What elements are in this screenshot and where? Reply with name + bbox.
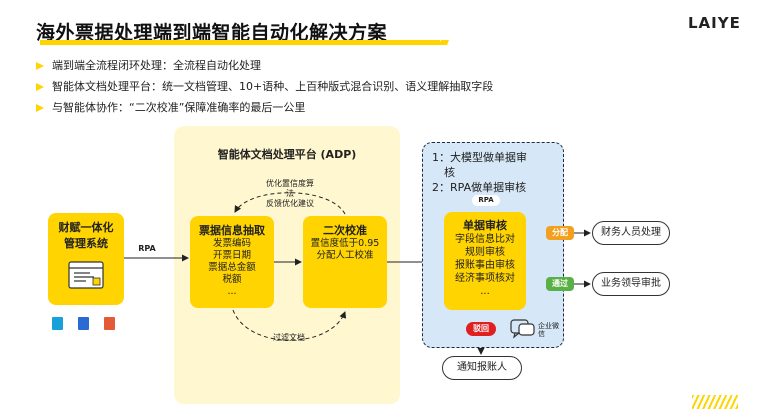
review-head-line2: 核 — [444, 166, 455, 179]
title-underline — [40, 40, 440, 45]
extract-line: 开票日期 — [212, 250, 251, 261]
review-line: ... — [480, 286, 490, 297]
leader-approval-box: 业务领导审批 — [592, 272, 670, 296]
extract-line: 发票编码 — [212, 238, 251, 249]
wechat-label-line2: 信 — [538, 330, 545, 338]
verify-line: 分配人工校准 — [316, 250, 374, 261]
extract-title: 票据信息抽取 — [199, 224, 265, 237]
verify-line: 置信度低于0.95 — [310, 238, 380, 249]
bullet-text: 智能体文档处理平台：统一文档管理、10+语种、上百种版式混合识别、语义理解抽取字… — [52, 80, 494, 93]
reject-badge: 驳回 — [466, 322, 496, 336]
loop-top-line2: 法 — [286, 189, 294, 198]
pdf-icon — [104, 317, 115, 330]
bullet-item: 智能体文档处理平台：统一文档管理、10+语种、上百种版式混合识别、语义理解抽取字… — [36, 76, 493, 97]
review-line: 经济事项核对 — [455, 273, 515, 284]
wechat-work-icon — [510, 319, 535, 339]
extract-line: 票据总金额 — [208, 262, 256, 273]
wechat-work-label: 企业微 信 — [538, 322, 559, 338]
loop-top-line3: 反馈优化建议 — [266, 199, 314, 208]
loop-bottom-label: 过滤文档 — [273, 333, 305, 342]
loop-top-line1: 优化置信度算 — [266, 179, 314, 188]
verify-card: 二次校准 置信度低于0.95 分配人工校准 — [303, 216, 387, 308]
bullet-text: 端到端全流程闭环处理：全流程自动化处理 — [52, 59, 261, 72]
extract-card: 票据信息抽取 发票编码 开票日期 票据总金额 税额 ... — [190, 216, 274, 308]
bullet-item: 与智能体协作：“二次校准”保障准确率的最后一公里 — [36, 97, 493, 118]
laiye-logo: LAIYE — [688, 14, 741, 32]
loop-top-label: 优化置信度算 法 反馈优化建议 — [262, 179, 318, 209]
review-head-line3: 2：RPA做单据审核 — [432, 181, 527, 194]
page-title: 海外票据处理端到端智能自动化解决方案 — [36, 22, 388, 44]
extract-line: ... — [227, 286, 237, 297]
rpa-badge: RPA — [130, 242, 164, 255]
decorative-stripes — [692, 395, 738, 409]
verify-title: 二次校准 — [323, 224, 367, 237]
notify-submitter-box: 通知报账人 — [442, 356, 522, 380]
review-card: 单据审核 字段信息比对 规则审核 报账事由审核 经济事项核对 ... — [444, 212, 526, 310]
assign-badge: 分配 — [546, 226, 574, 240]
finance-staff-box: 财务人员处理 — [592, 221, 670, 245]
bullet-list: 端到端全流程闭环处理：全流程自动化处理 智能体文档处理平台：统一文档管理、10+… — [36, 55, 493, 118]
review-panel-heading: 1：大模型做单据审 核 2：RPA做单据审核 — [432, 150, 562, 195]
pass-badge: 通过 — [546, 277, 574, 291]
invoice-screen-icon — [68, 261, 104, 289]
spreadsheet-icon — [52, 317, 63, 330]
doc-icon — [78, 317, 89, 330]
review-head-line1: 1：大模型做单据审 — [432, 151, 527, 164]
finance-system-title-line2: 管理系统 — [64, 237, 108, 250]
bullet-item: 端到端全流程闭环处理：全流程自动化处理 — [36, 55, 493, 76]
review-rpa-badge: RPA — [472, 195, 500, 206]
wechat-label-line1: 企业微 — [538, 322, 559, 330]
loop-bottom-arrow — [232, 309, 347, 341]
adp-title: 智能体文档处理平台 (ADP) — [217, 148, 357, 161]
review-card-title: 单据审核 — [463, 219, 507, 232]
finance-system-card: 财赋一体化 管理系统 — [48, 213, 124, 305]
review-line: 规则审核 — [465, 247, 505, 258]
review-line: 字段信息比对 — [455, 234, 515, 245]
bullet-text: 与智能体协作：“二次校准”保障准确率的最后一公里 — [52, 101, 306, 114]
review-line: 报账事由审核 — [455, 260, 515, 271]
extract-line: 税额 — [222, 274, 242, 285]
file-type-icons — [52, 316, 132, 336]
finance-system-title-line1: 财赋一体化 — [58, 221, 114, 234]
